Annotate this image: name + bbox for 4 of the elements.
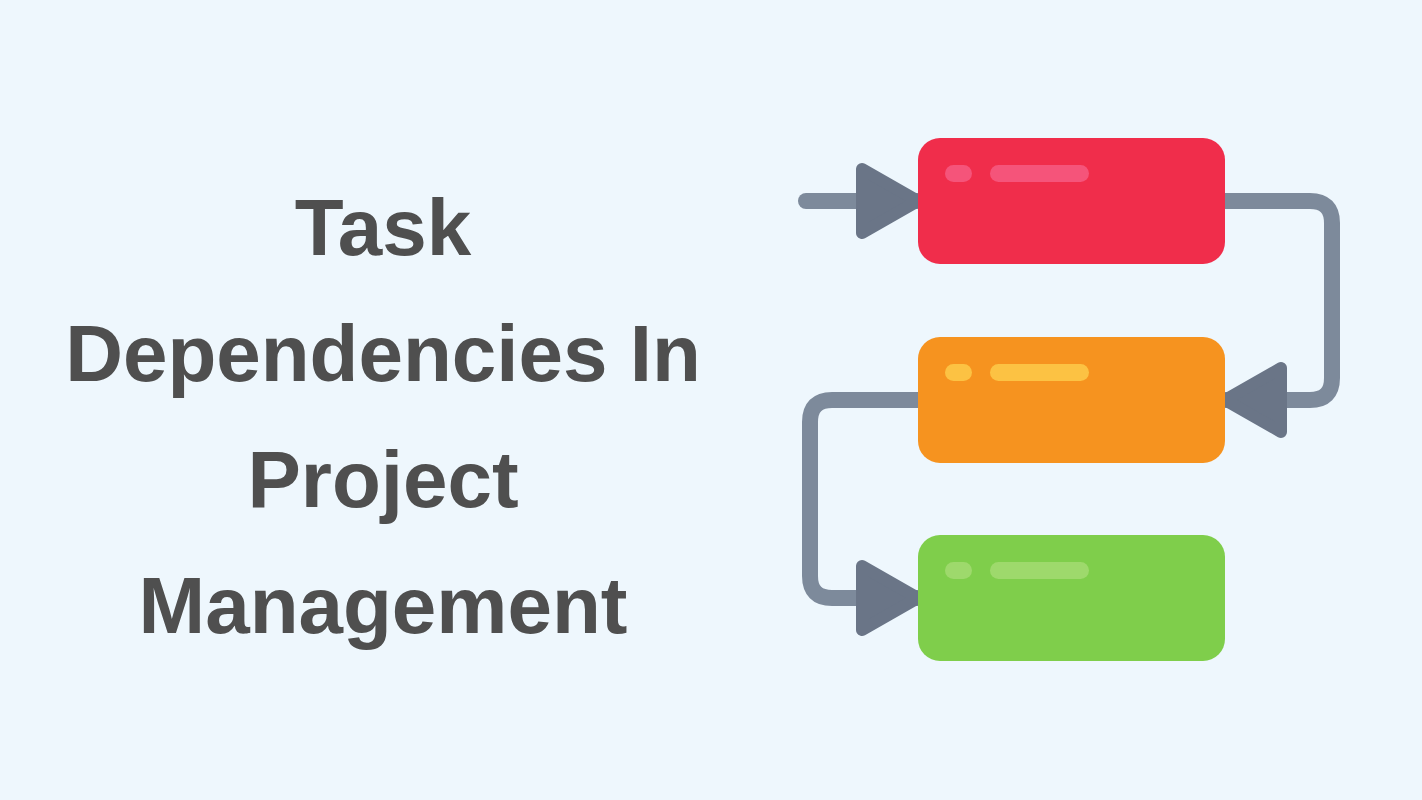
task-box [918,138,1225,264]
task-box [918,535,1225,661]
task-box [918,337,1225,463]
title: Task Dependencies In Project Management [64,182,702,652]
